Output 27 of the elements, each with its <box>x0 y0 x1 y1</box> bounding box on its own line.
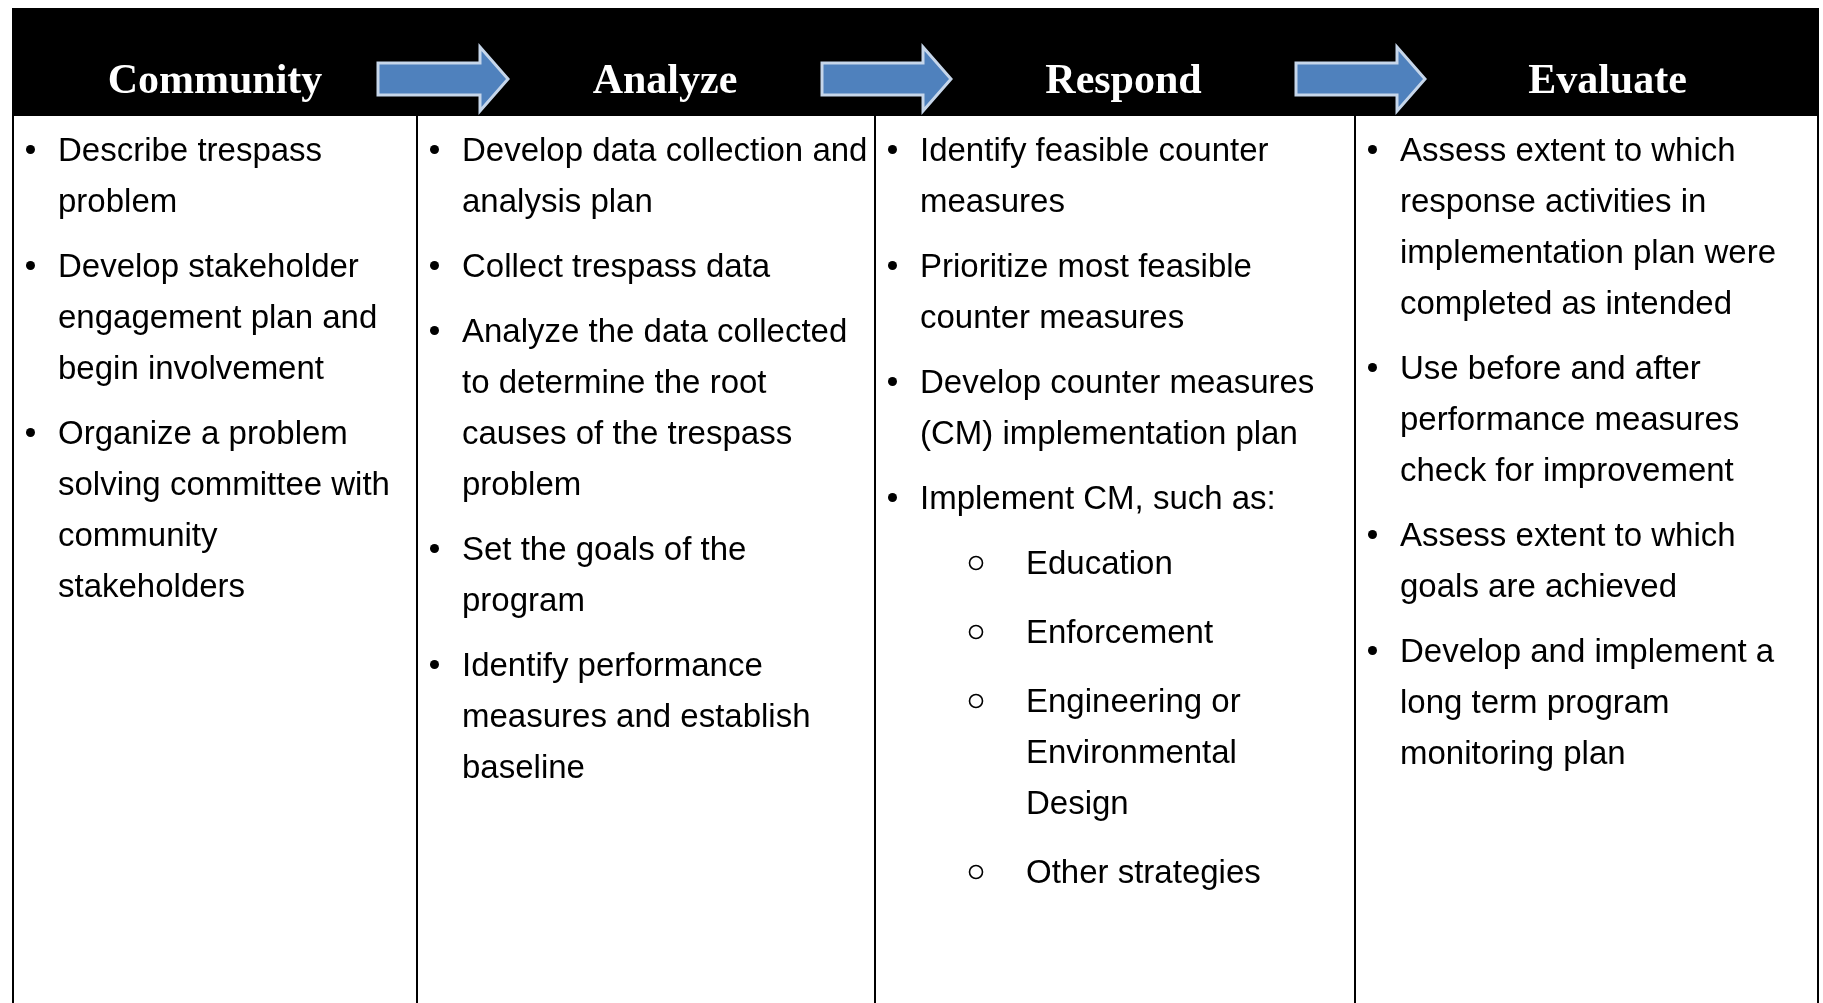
list-item: Engineering or Environmental Design <box>1026 681 1242 823</box>
list-item: Develop data collection and analysis plan <box>462 130 868 221</box>
block-arrow <box>376 43 510 115</box>
list-item: Collect trespass data <box>462 246 771 286</box>
list-item: Education <box>1026 543 1173 583</box>
stage-heading: Evaluate <box>1425 50 1790 108</box>
list-item: Develop counter measures (CM) implementation plan <box>920 362 1316 453</box>
list-item: Assess extent to which response activities in implementation plan were completed as intended <box>1400 130 1778 323</box>
list-item: Identify feasible counter measures <box>920 130 1270 221</box>
block-arrow <box>1294 43 1427 115</box>
stage-heading: Respond <box>951 50 1296 108</box>
stage-heading: Analyze <box>508 50 822 108</box>
list-item: Develop stakeholder engagement plan and begin involvement <box>58 246 379 388</box>
list-item: Implement CM, such as: <box>920 478 1276 518</box>
list-item: Organize a problem solving committee with community stakeholders <box>58 413 391 606</box>
list-item: Assess extent to which goals are achieved <box>1400 515 1737 606</box>
list-item: Set the goals of the program <box>462 529 748 620</box>
list-item: Prioritize most feasible counter measures <box>920 246 1253 337</box>
list-item: Describe trespass problem <box>58 130 324 221</box>
list-item: Develop and implement a long term program monitoring plan <box>1400 631 1776 773</box>
list-item: Enforcement <box>1026 612 1214 652</box>
block-arrow <box>820 43 953 115</box>
list-item: Identify performance measures and establish baseline <box>462 645 812 787</box>
list-item: Other strategies <box>1026 852 1261 892</box>
stage-heading: Community <box>52 50 378 108</box>
list-item: Use before and after performance measures check for improvement <box>1400 348 1741 490</box>
list-item: Analyze the data collected to determine the root causes of the trespass problem <box>462 311 849 504</box>
